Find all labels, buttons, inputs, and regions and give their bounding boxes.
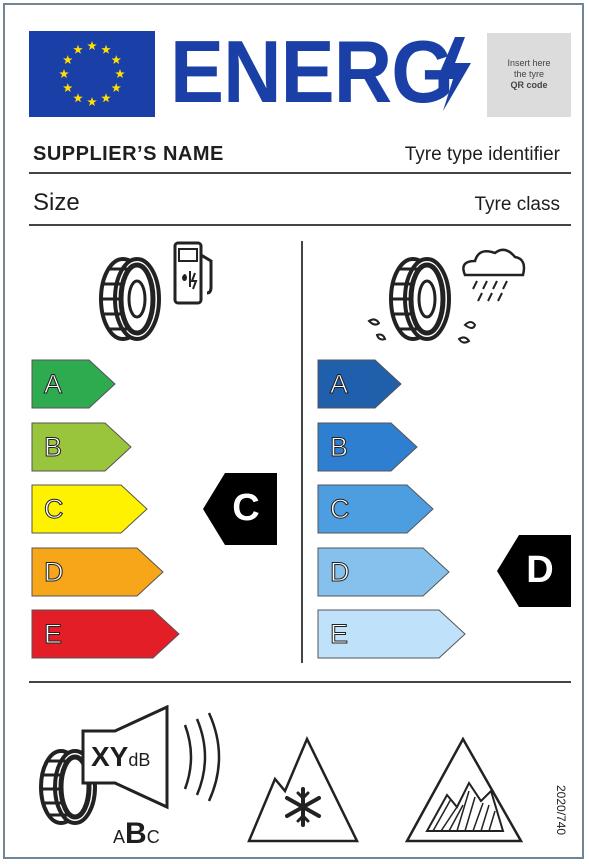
wet-grip-bar-label: E	[329, 619, 349, 650]
noise-value: XYdB	[91, 741, 150, 773]
fuel-bar-label: D	[44, 556, 64, 587]
eu-star-icon	[115, 69, 125, 78]
wet-grip-bar-b: B	[317, 422, 419, 474]
wet-grip-class-indicator: D	[497, 535, 571, 607]
wet-grip-bar-c: C	[317, 484, 435, 536]
divider-line	[29, 224, 571, 226]
noise-class-scale: ABC	[113, 817, 160, 851]
tyre-class: Tyre class	[474, 194, 560, 215]
energy-title: ENERG	[170, 22, 454, 121]
eu-flag-icon	[29, 31, 155, 117]
tyre-type-identifier: Tyre type identifier	[404, 144, 560, 165]
energy-label: ENERG Insert here the tyre QR code SUPPL…	[3, 3, 584, 859]
fuel-class-selected: C	[232, 487, 260, 529]
tyre-fuel-pump-icon	[99, 241, 213, 341]
fuel-bar-d: D	[31, 547, 165, 599]
eu-star-icon	[63, 83, 73, 92]
eu-star-icon	[111, 55, 121, 64]
wet-grip-bar-label: D	[330, 556, 350, 587]
ice-mountain-icon	[404, 736, 524, 843]
eu-star-icon	[63, 55, 73, 64]
eu-star-icon	[73, 44, 83, 54]
eu-star-icon	[59, 69, 69, 78]
wet-grip-bar-label: A	[329, 369, 349, 400]
fuel-bar-label: A	[43, 369, 63, 400]
supplier-name: SUPPLIER’S NAME	[33, 143, 224, 165]
eu-star-icon	[111, 83, 121, 92]
eu-star-icon	[73, 93, 83, 103]
wet-grip-bar-label: B	[329, 431, 349, 462]
wet-grip-bar-e: E	[317, 609, 467, 661]
noise-class-a: A	[113, 827, 126, 847]
snowflake-mountain-icon	[247, 735, 360, 843]
fuel-bar-label: E	[43, 619, 63, 650]
tyre-speaker-icon	[39, 705, 221, 825]
noise-class-c: C	[146, 827, 160, 847]
section-divider	[301, 241, 303, 663]
fuel-class-indicator: C	[203, 473, 277, 545]
divider-line	[29, 172, 571, 174]
eu-star-icon	[87, 41, 97, 50]
wet-grip-bar-d: D	[317, 547, 451, 599]
divider-line	[29, 681, 571, 683]
fuel-bar-e: E	[31, 609, 181, 661]
qr-code-placeholder: Insert here the tyre QR code	[487, 33, 571, 117]
fuel-bar-a: A	[31, 359, 117, 411]
eu-star-icon	[101, 44, 111, 54]
wet-grip-class-selected: D	[526, 549, 554, 591]
qr-line-2: the tyre	[513, 69, 544, 79]
eu-star-icon	[87, 97, 97, 106]
eu-star-icon	[101, 93, 111, 103]
wet-grip-bar-label: C	[330, 494, 350, 525]
fuel-bar-label: B	[43, 431, 63, 462]
wet-grip-bar-a: A	[317, 359, 403, 411]
fuel-bar-label: C	[44, 494, 64, 525]
noise-unit: dB	[128, 750, 151, 770]
qr-line-1: Insert here	[507, 58, 551, 68]
fuel-bar-b: B	[31, 422, 133, 474]
noise-class-b: B	[125, 817, 147, 850]
lightning-bolt-icon	[437, 37, 471, 111]
noise-value-text: XY	[91, 741, 129, 772]
regulation-code: 2020/740	[554, 785, 568, 836]
fuel-bar-c: C	[31, 484, 149, 536]
qr-line-3: QR code	[510, 80, 548, 90]
tyre-rain-cloud-icon	[367, 248, 526, 344]
tyre-size: Size	[33, 189, 80, 216]
